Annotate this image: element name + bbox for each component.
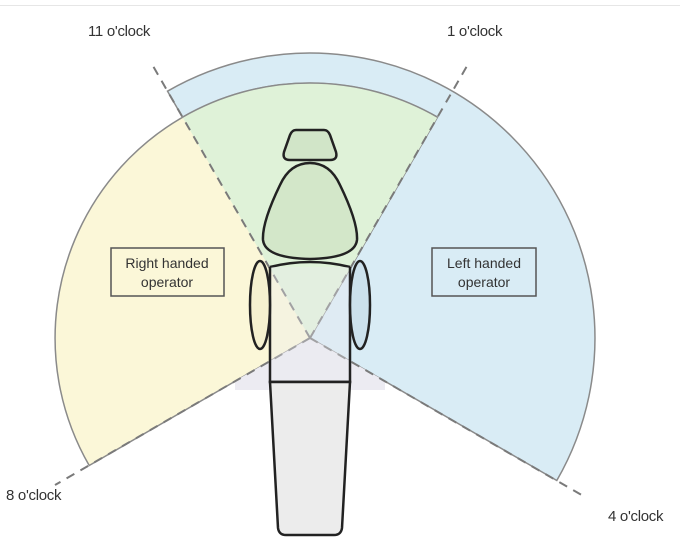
overlap-zone-arc (182, 82, 438, 118)
headrest (282, 128, 338, 162)
clock-lines (54, 65, 586, 498)
left-handed-label-line1: Left handed (447, 255, 521, 271)
right-arm (248, 259, 272, 351)
label-11-oclock: 11 o'clock (88, 23, 151, 40)
label-1-oclock: 1 o'clock (447, 23, 503, 40)
left-arm (348, 259, 372, 351)
leg-rest (268, 380, 352, 537)
right-handed-label-box: Right handed operator (110, 247, 225, 297)
top-border-line (0, 5, 680, 6)
center-lower-tint (235, 338, 385, 390)
line-11-oclock (152, 65, 311, 339)
label-8-oclock: 8 o'clock (6, 487, 62, 504)
left-handed-label-line2: operator (458, 274, 510, 290)
line-8-oclock (54, 337, 311, 486)
patient-figure (248, 128, 372, 537)
right-handed-label-line2: operator (141, 274, 193, 290)
body (268, 267, 352, 384)
shoulders (269, 260, 351, 269)
label-4-oclock: 4 o'clock (608, 508, 664, 525)
line-1-oclock (309, 65, 468, 339)
left-handed-label-box: Left handed operator (431, 247, 537, 297)
head (261, 161, 359, 261)
right-handed-label-line1: Right handed (125, 255, 208, 271)
line-4-oclock (309, 337, 586, 498)
